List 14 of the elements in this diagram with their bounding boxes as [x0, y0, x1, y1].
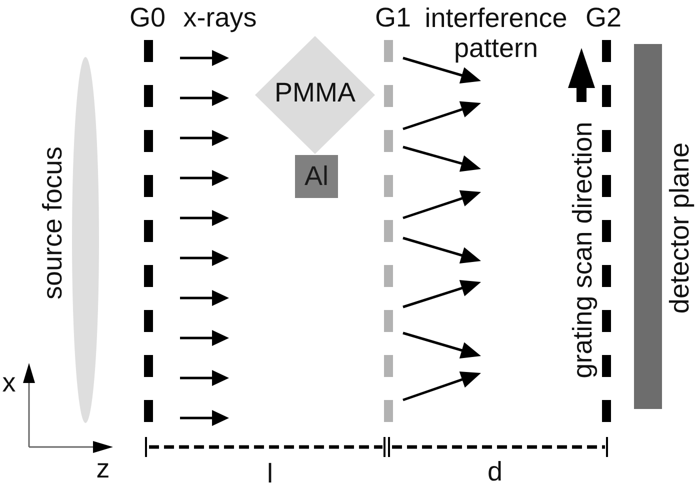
- axis-label: x: [2, 370, 16, 396]
- scan-label: grating scan direction: [570, 122, 596, 378]
- filter-block: Al: [295, 155, 338, 198]
- pattern-label: interference pattern: [424, 3, 568, 63]
- grating-label: G0: [129, 4, 166, 32]
- distance-label: d: [487, 458, 503, 486]
- detector-label: detector plane: [666, 142, 694, 314]
- axis-label: z: [96, 456, 110, 482]
- grating-label: G2: [585, 4, 622, 32]
- grating-label: G1: [374, 4, 412, 32]
- beam-label: x-rays: [183, 4, 257, 32]
- distance-label: l: [267, 460, 273, 488]
- sample-label: PMMA: [274, 80, 356, 106]
- source-label: source focus: [40, 146, 66, 300]
